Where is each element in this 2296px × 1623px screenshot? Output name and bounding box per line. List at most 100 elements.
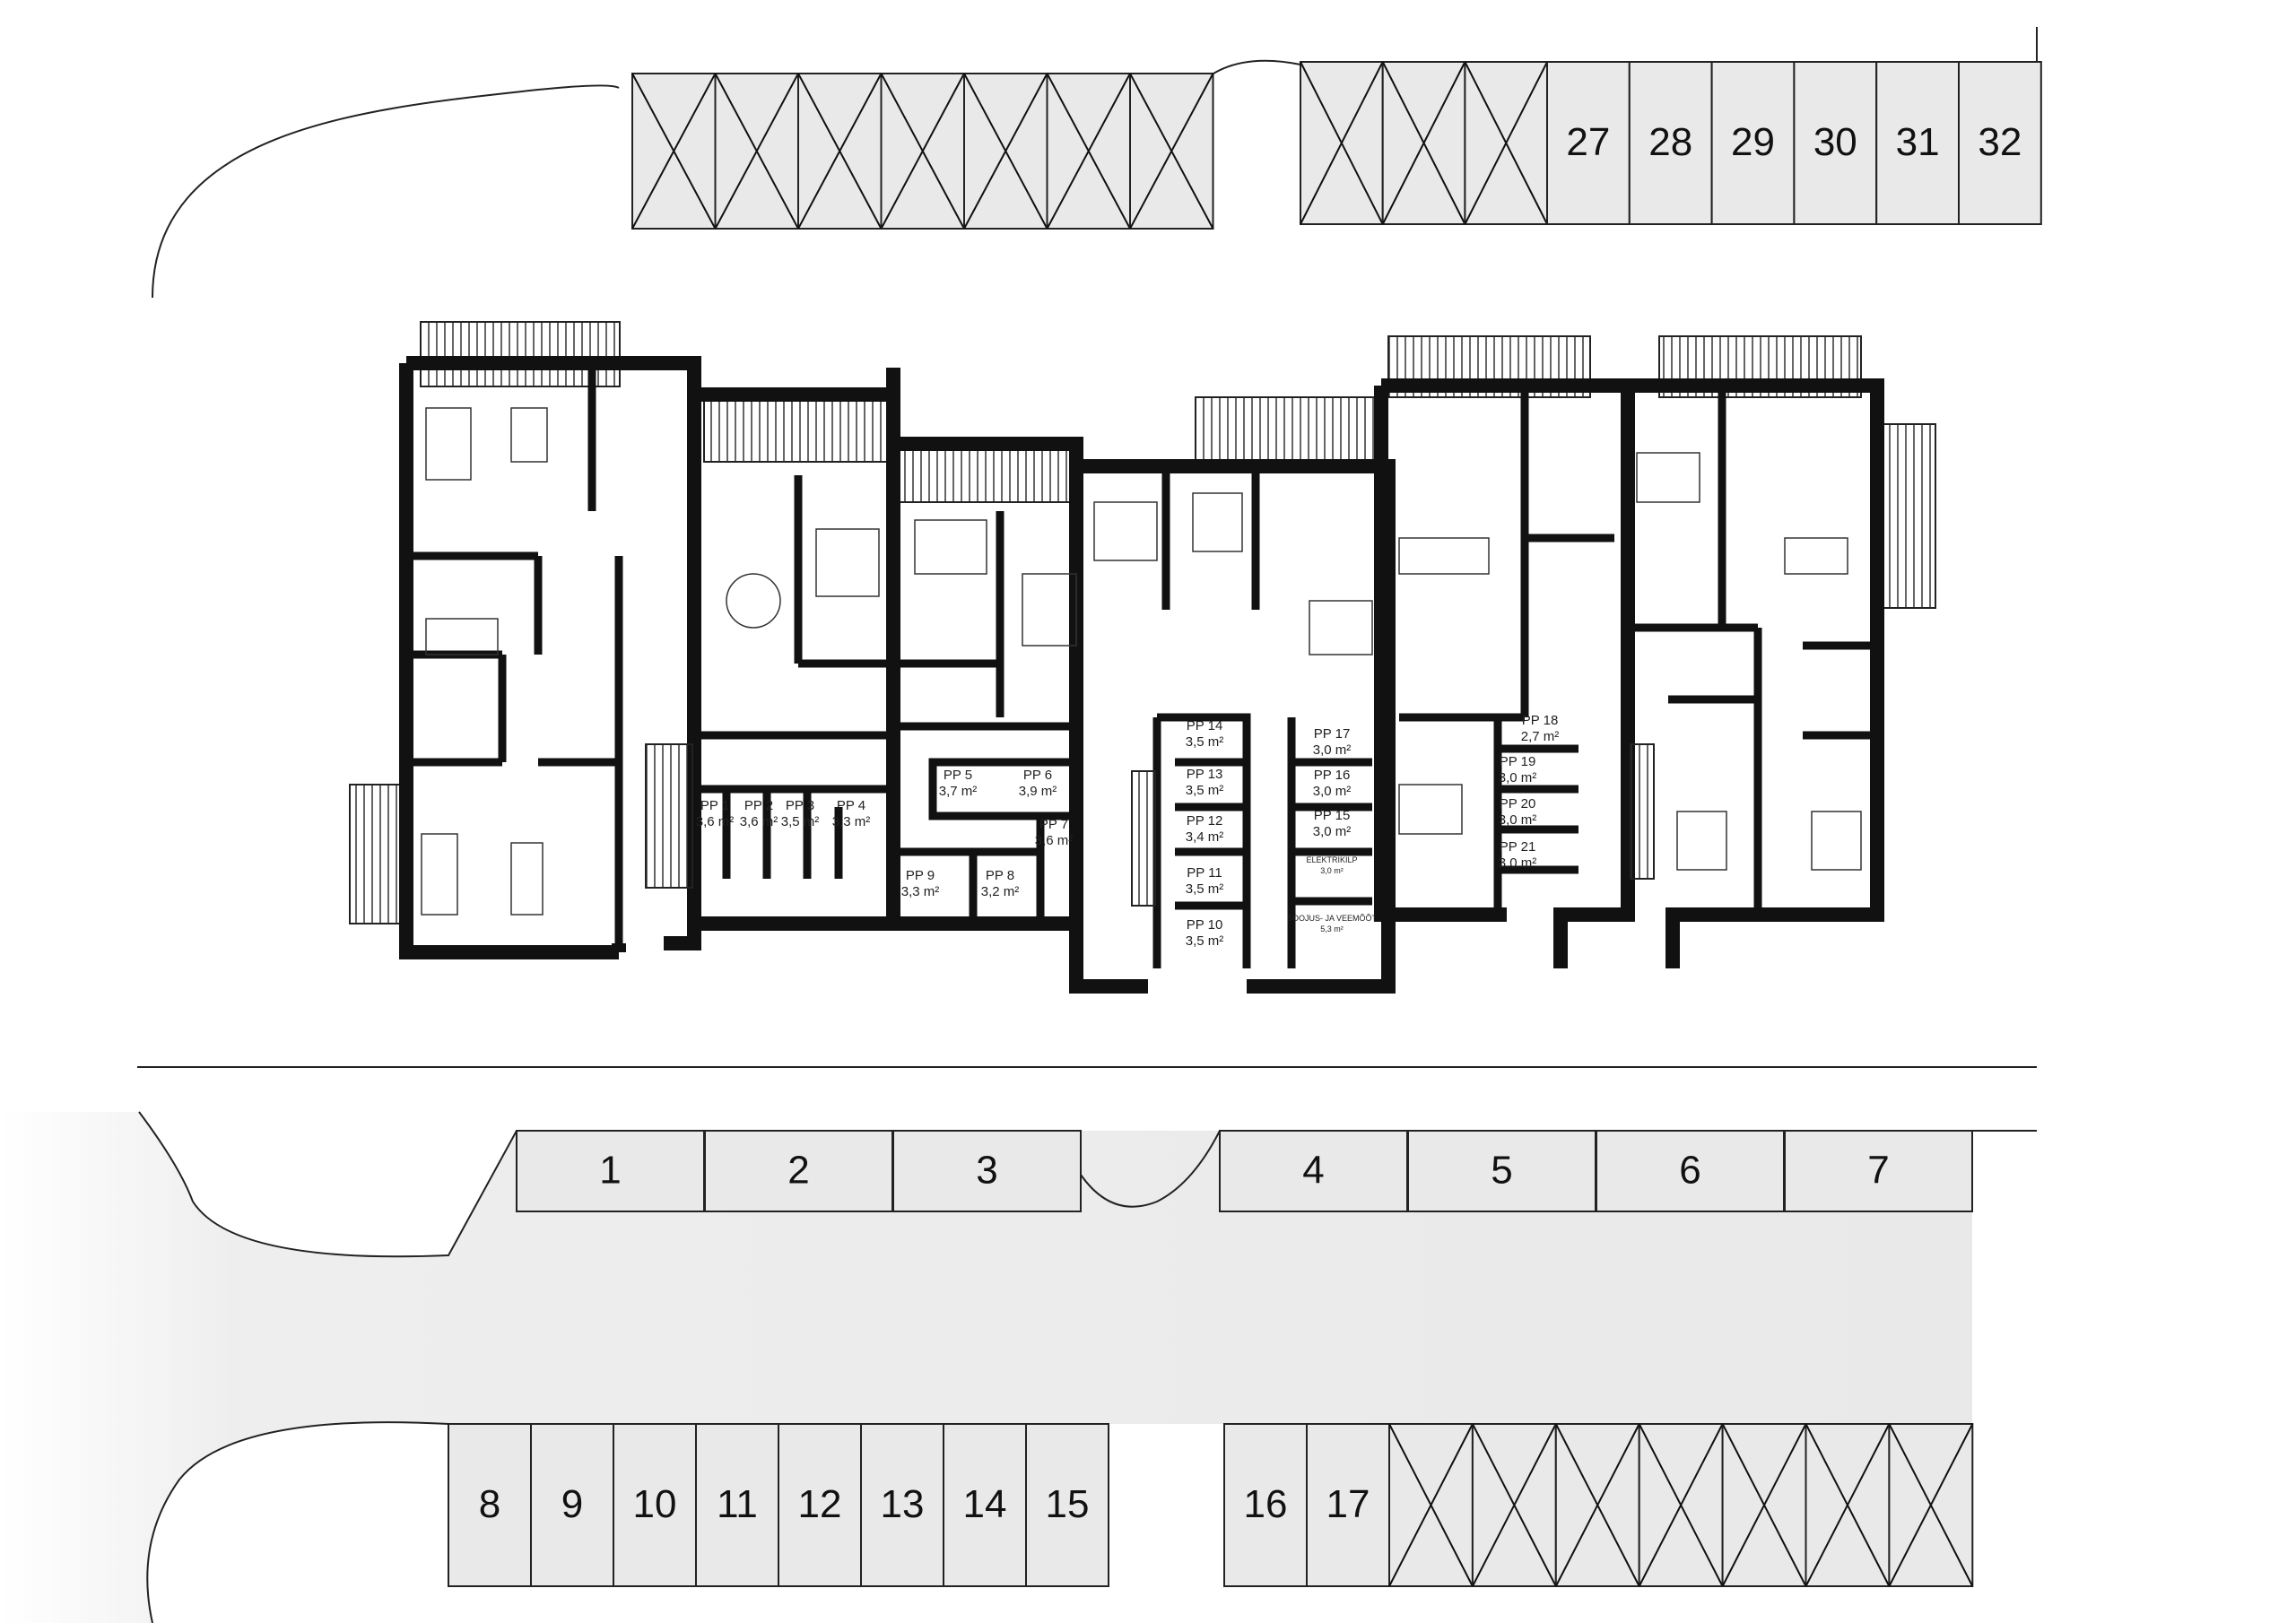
parking-space[interactable]: 13 <box>860 1423 944 1587</box>
parking-space[interactable]: 10 <box>613 1423 697 1587</box>
storage-room-label: PP 193,0 m² <box>1499 754 1537 785</box>
cross-icon <box>880 73 965 230</box>
storage-room-label: PP 123,4 m² <box>1186 813 1224 845</box>
storage-room-label: PP 133,5 m² <box>1186 767 1224 798</box>
cross-icon <box>963 73 1048 230</box>
parking-space-unavailable[interactable] <box>1300 61 1384 225</box>
parking-space[interactable]: 3 <box>892 1130 1082 1212</box>
parking-space-unavailable[interactable] <box>1388 1423 1474 1587</box>
parking-space[interactable]: 29 <box>1710 61 1796 225</box>
technical-room-area: 3,0 m² <box>1320 866 1344 875</box>
parking-space[interactable]: 16 <box>1223 1423 1308 1587</box>
parking-space-unavailable[interactable] <box>714 73 799 230</box>
cross-icon <box>1805 1423 1891 1587</box>
parking-space-number: 6 <box>1679 1149 1700 1193</box>
parking-space[interactable]: 12 <box>778 1423 862 1587</box>
balcony <box>703 394 889 463</box>
parking-space-unavailable[interactable] <box>1554 1423 1640 1587</box>
parking-space[interactable]: 30 <box>1793 61 1878 225</box>
parking-space[interactable]: 32 <box>1958 61 2042 225</box>
parking-space[interactable]: 4 <box>1219 1130 1408 1212</box>
storage-room-area: 3,3 m² <box>901 884 940 899</box>
storage-room-area: 3,0 m² <box>1499 770 1537 785</box>
storage-room-label: PP 13,6 m² <box>696 798 735 829</box>
site-boundary-curve <box>152 84 620 299</box>
cross-icon <box>1464 61 1548 225</box>
storage-room-area: 3,6 m² <box>1035 833 1074 848</box>
storage-room-label: PP 63,9 m² <box>1019 768 1057 799</box>
parking-space[interactable]: 5 <box>1407 1130 1596 1212</box>
parking-space[interactable]: 2 <box>704 1130 893 1212</box>
parking-space[interactable]: 11 <box>695 1423 779 1587</box>
parking-space-unavailable[interactable] <box>631 73 717 230</box>
storage-room-label: PP 103,5 m² <box>1186 917 1224 949</box>
cross-icon <box>631 73 717 230</box>
parking-space[interactable]: 15 <box>1025 1423 1109 1587</box>
parking-space[interactable]: 17 <box>1306 1423 1390 1587</box>
storage-room-label: PP 182,7 m² <box>1521 713 1560 744</box>
balcony <box>1195 396 1380 461</box>
parking-space-unavailable[interactable] <box>797 73 883 230</box>
parking-space-number: 4 <box>1302 1149 1324 1193</box>
storage-room-area: 3,9 m² <box>1019 784 1057 799</box>
parking-space-unavailable[interactable] <box>1888 1423 1974 1587</box>
parking-space-number: 13 <box>881 1482 925 1526</box>
parking-space-unavailable[interactable] <box>1129 73 1214 230</box>
storage-room-label: PP 213,0 m² <box>1499 839 1537 871</box>
storage-room-label: PP 53,7 m² <box>939 768 978 799</box>
cross-icon <box>1472 1423 1557 1587</box>
cross-icon <box>1300 61 1384 225</box>
parking-space-unavailable[interactable] <box>1471 1423 1557 1587</box>
parking-space-unavailable[interactable] <box>880 73 965 230</box>
storage-room-area: 3,5 m² <box>1186 783 1224 798</box>
driveway <box>0 1112 1972 1623</box>
storage-room-name: PP 12 <box>1187 813 1223 829</box>
cross-icon <box>1046 73 1131 230</box>
storage-room-label: PP 43,3 m² <box>832 798 871 829</box>
parking-space-unavailable[interactable] <box>1381 61 1466 225</box>
parking-space[interactable]: 27 <box>1546 61 1631 225</box>
parking-space-number: 3 <box>976 1149 997 1193</box>
parking-space-number: 5 <box>1491 1149 1512 1193</box>
parking-space[interactable]: 9 <box>530 1423 614 1587</box>
parking-space[interactable]: 7 <box>1784 1130 1973 1212</box>
parking-space-unavailable[interactable] <box>1046 73 1131 230</box>
parking-space[interactable]: 6 <box>1596 1130 1785 1212</box>
parking-space-number: 9 <box>561 1482 583 1526</box>
parking-space-unavailable[interactable] <box>1638 1423 1724 1587</box>
storage-room-label: PP 203,0 m² <box>1499 796 1537 828</box>
storage-room-area: 3,0 m² <box>1313 742 1352 758</box>
balcony <box>1876 423 1936 609</box>
storage-room-name: PP 9 <box>906 868 935 883</box>
storage-room-name: PP 18 <box>1522 713 1559 728</box>
parking-space-unavailable[interactable] <box>963 73 1048 230</box>
storage-room-area: 3,6 m² <box>696 814 735 829</box>
storage-room-name: PP 2 <box>744 798 773 813</box>
parking-space[interactable]: 28 <box>1628 61 1713 225</box>
balcony <box>899 443 1073 503</box>
storage-room-area: 3,6 m² <box>740 814 778 829</box>
parking-space-unavailable[interactable] <box>1464 61 1549 225</box>
parking-space-unavailable[interactable] <box>1721 1423 1807 1587</box>
storage-room-area: 3,3 m² <box>832 814 871 829</box>
cross-icon <box>1888 1423 1974 1587</box>
storage-room-name: PP 16 <box>1314 768 1351 783</box>
storage-room-area: 3,0 m² <box>1313 824 1352 839</box>
parking-space[interactable]: 31 <box>1875 61 1960 225</box>
cross-icon <box>1721 1423 1807 1587</box>
parking-space[interactable]: 1 <box>516 1130 705 1212</box>
parking-space-number: 29 <box>1731 120 1775 164</box>
parking-space[interactable]: 14 <box>943 1423 1027 1587</box>
site-boundary-curve-2 <box>1213 59 1301 74</box>
cross-icon <box>1388 1423 1474 1587</box>
storage-room-label: PP 173,0 m² <box>1313 726 1352 758</box>
road-edge <box>138 1111 517 1258</box>
storage-room-area: 3,2 m² <box>981 884 1020 899</box>
parking-space-number: 30 <box>1813 120 1857 164</box>
storage-room-name: PP 1 <box>700 798 729 813</box>
parking-space[interactable]: 8 <box>448 1423 532 1587</box>
parking-space-unavailable[interactable] <box>1805 1423 1891 1587</box>
